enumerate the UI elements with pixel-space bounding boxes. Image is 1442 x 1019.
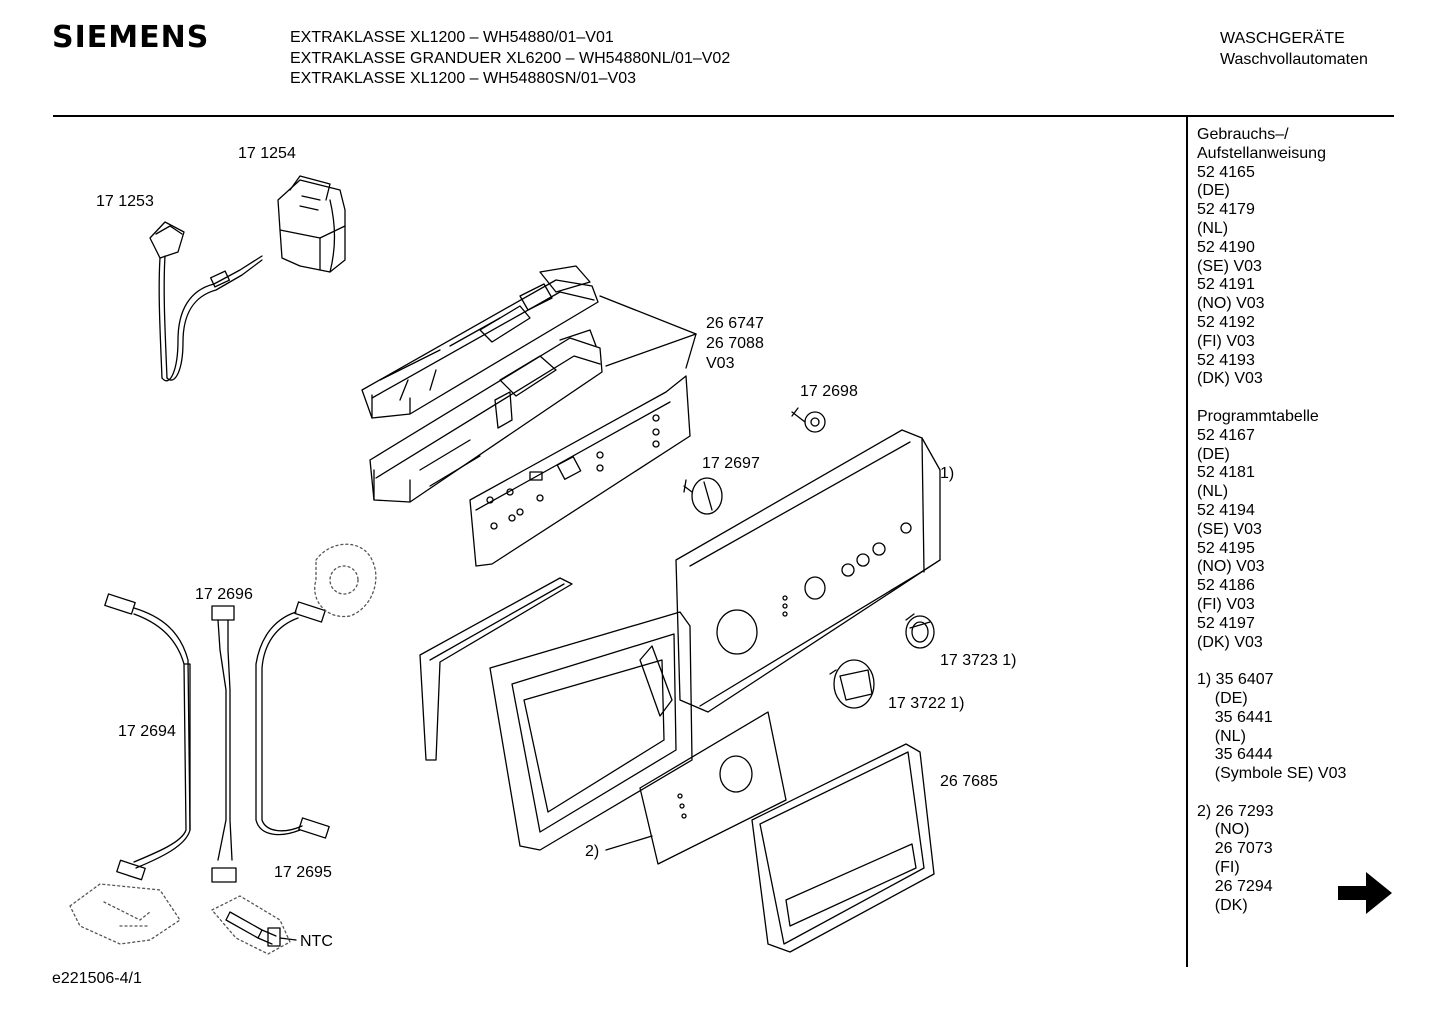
sidebar-divider (1186, 117, 1188, 967)
reference-line: (FI) V03 (1197, 595, 1255, 613)
reference-line: (NL) (1197, 219, 1229, 237)
part-label: 26 6747 (706, 315, 764, 332)
part-label: 17 1254 (238, 145, 296, 162)
power-cord-plug (149, 221, 263, 382)
wiring-harness-middle (211, 605, 237, 883)
category-line: WASCHGERÄTE (1220, 30, 1345, 47)
leader-line (605, 835, 653, 851)
part-label: 17 2696 (195, 586, 253, 603)
reference-line: 1) 35 6407 (1197, 671, 1274, 689)
knob-spindle-large (683, 477, 723, 515)
part-label: V03 (706, 355, 735, 372)
reference-line: 2) 26 7293 (1197, 802, 1274, 820)
reference-line: 52 4193 (1197, 351, 1255, 369)
reference-line: 52 4190 (1197, 238, 1255, 256)
reference-line: (DK) (1197, 896, 1248, 914)
ntc-sensor (225, 911, 297, 947)
brand-logo: SIEMENS (52, 20, 210, 55)
reference-line: 52 4181 (1197, 464, 1255, 482)
reference-line: 52 4191 (1197, 276, 1255, 294)
reference-line: 52 4179 (1197, 201, 1255, 219)
part-label: 2) (585, 843, 600, 860)
document-id: e221506-4/1 (52, 970, 142, 987)
knob-spindle-small (791, 407, 826, 433)
circuit-board (469, 375, 691, 567)
category-title: WASCHGERÄTE Waschvollautomaten (1220, 29, 1368, 70)
reference-line: (SE) V03 (1197, 257, 1262, 275)
drawer-frame (489, 611, 693, 851)
leader-line (599, 295, 697, 335)
part-label: 26 7685 (940, 773, 998, 790)
model-list: EXTRAKLASSE XL1200 – WH54880/01–V01 EXTR… (290, 28, 730, 90)
reference-line: 52 4167 (1197, 426, 1255, 444)
reference-line: (DE) (1197, 445, 1230, 463)
reference-line: Aufstellanweisung (1197, 144, 1326, 162)
interference-filter (277, 175, 346, 273)
wiring-harness-right (255, 601, 330, 839)
part-label: 17 2698 (800, 383, 858, 400)
reference-line: 26 7073 (1197, 840, 1273, 858)
control-housing-lower (369, 329, 603, 503)
reference-line: (DK) V03 (1197, 370, 1263, 388)
reference-line: (SE) V03 (1197, 520, 1262, 538)
reference-line: Gebrauchs–/ (1197, 126, 1289, 143)
control-housing-upper (361, 265, 599, 419)
selector-knob-large (829, 659, 875, 709)
ghosted-component (69, 543, 377, 955)
drawer-handle (751, 743, 935, 953)
part-label: 17 2694 (118, 723, 176, 740)
reference-line: (DE) (1197, 182, 1230, 200)
selector-knob-small (905, 613, 935, 649)
model-line: EXTRAKLASSE GRANDUER XL6200 – WH54880NL/… (290, 49, 731, 67)
reference-line: 35 6444 (1197, 746, 1273, 764)
category-line: Waschvollautomaten (1220, 50, 1368, 68)
leader-line (685, 333, 697, 369)
model-line: EXTRAKLASSE XL1200 – WH54880/01–V01 (290, 29, 614, 46)
arrow-right-icon[interactable] (1338, 872, 1392, 914)
reference-line: 52 4197 (1197, 614, 1255, 632)
reference-line: 35 6441 (1197, 708, 1273, 726)
detergent-drawer-seal (419, 577, 573, 761)
reference-line: (NL) (1197, 483, 1229, 501)
model-line: EXTRAKLASSE XL1200 – WH54880SN/01–V03 (290, 70, 636, 87)
reference-line: Programmtabelle (1197, 407, 1319, 425)
part-label: 17 2697 (702, 455, 760, 472)
reference-line: 52 4165 (1197, 163, 1255, 181)
reference-line: (NO) V03 (1197, 558, 1265, 576)
reference-line: (Symbole SE) V03 (1197, 765, 1347, 783)
part-label: NTC (300, 933, 333, 950)
part-label: 1) (940, 465, 955, 482)
leader-line (605, 333, 697, 367)
wiring-harness-left (104, 593, 191, 881)
part-label: 17 2695 (274, 864, 332, 881)
reference-line: 52 4194 (1197, 501, 1255, 519)
reference-line: (DK) V03 (1197, 633, 1263, 651)
reference-line: (FI) (1197, 859, 1240, 877)
header-divider (53, 115, 1394, 117)
part-label: 17 3722 1) (888, 695, 965, 712)
reference-line: (NO) V03 (1197, 295, 1265, 313)
reference-line: 26 7294 (1197, 877, 1273, 895)
panel-insert (639, 711, 787, 865)
reference-line: (NL) (1197, 727, 1246, 745)
reference-line: (DE) (1197, 689, 1248, 707)
reference-line: (FI) V03 (1197, 332, 1255, 350)
reference-line: 52 4186 (1197, 577, 1255, 595)
reference-line: 52 4195 (1197, 539, 1255, 557)
part-label: 17 3723 1) (940, 652, 1017, 669)
part-label: 17 1253 (96, 193, 154, 210)
control-panel (675, 429, 941, 713)
reference-line: (NO) (1197, 821, 1250, 839)
reference-line: 52 4192 (1197, 313, 1255, 331)
part-label: 26 7088 (706, 335, 764, 352)
